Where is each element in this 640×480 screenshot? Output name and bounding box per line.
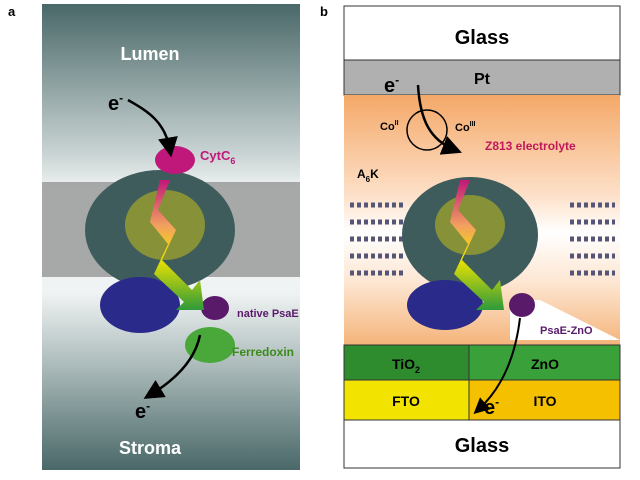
psae-zno-label: PsaE-ZnO <box>540 325 593 337</box>
lumen-label: Lumen <box>120 44 179 64</box>
panel-b-letter: b <box>320 4 328 19</box>
photosystem-protein-b <box>402 177 538 330</box>
co-iii-label: CoIII <box>455 121 476 134</box>
a6k-label: A6K <box>357 167 379 184</box>
cobalt-redox-cycle <box>406 109 448 151</box>
electron-path-arrow-b <box>450 180 504 310</box>
electron-in-label-b: e- <box>384 73 399 97</box>
fto-label: FTO <box>392 393 420 409</box>
stroma-label: Stroma <box>119 438 182 458</box>
electron-in-label: e- <box>108 91 123 115</box>
zno-label: ZnO <box>531 356 559 372</box>
electron-out-arrow-b <box>473 317 521 415</box>
panel-a-letter: a <box>8 4 16 19</box>
white-wedge <box>510 300 620 340</box>
electron-out-label-b: e- <box>484 395 499 419</box>
native-psae-label: native PsaE <box>237 308 299 320</box>
glass-bottom-label: Glass <box>455 435 509 457</box>
pt-label: Pt <box>474 71 491 88</box>
glass-top-label: Glass <box>455 27 509 49</box>
electron-out-label: e- <box>135 399 150 423</box>
a6k-peptides-left <box>350 202 405 276</box>
electrolyte-label: Z813 electrolyte <box>485 139 576 153</box>
glass-bottom-layer <box>343 419 621 469</box>
ito-label: ITO <box>533 393 556 409</box>
a6k-peptides-right <box>570 202 615 276</box>
fto-layer <box>343 379 470 421</box>
tio2-layer <box>343 344 470 381</box>
ito-layer <box>468 379 621 421</box>
ferredoxin-label: Ferredoxin <box>232 345 294 359</box>
glass-top-layer <box>343 5 621 61</box>
electron-path-arrow <box>150 180 204 310</box>
co-ii-label: CoII <box>380 120 399 133</box>
electron-in-arrow <box>127 98 178 158</box>
electron-out-arrow <box>143 334 202 399</box>
electron-in-arrow-b <box>416 84 462 155</box>
tio2-label: TiO2 <box>392 356 420 375</box>
cytc6-label: CytC6 <box>200 148 235 166</box>
